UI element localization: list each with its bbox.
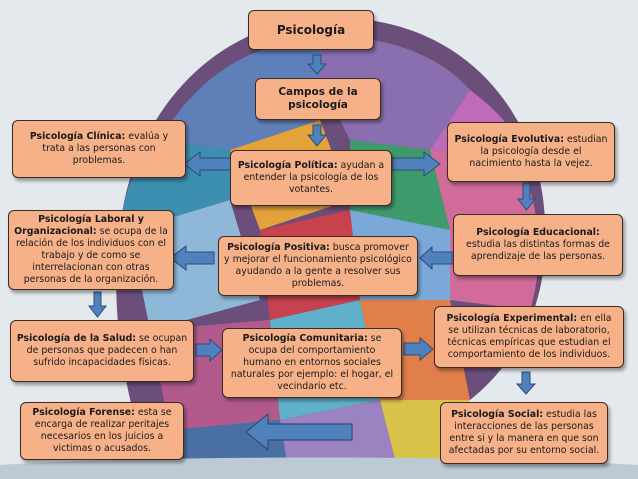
field-name: Psicología Social:: [451, 409, 544, 420]
field-box-social: Psicología Social: estudia las interacci…: [440, 402, 608, 464]
arrow-right-icon: [391, 151, 441, 177]
field-name: Psicología Clínica:: [29, 131, 126, 142]
field-box-politica: Psicología Política: ayudan a entender l…: [230, 150, 392, 206]
field-desc: busca promover y mejorar el funcionamien…: [224, 242, 412, 289]
field-box-laboral: Psicología Laboral y Organizacional: se …: [8, 210, 174, 290]
arrow-right-icon: [195, 337, 223, 363]
field-box-experimental: Psicología Experimental: en ella se util…: [434, 306, 624, 368]
subtitle-box: Campos de la psicología: [255, 78, 381, 120]
field-box-forense: Psicología Forense: esta se encarga de r…: [20, 402, 184, 460]
arrow-left-icon: [183, 151, 233, 177]
arrow-down-icon: [306, 54, 328, 75]
diagram-title: Psicología: [276, 23, 346, 37]
arrow-left-icon: [245, 412, 353, 452]
field-desc: en ella se utilizan técnicas de laborato…: [447, 313, 612, 360]
field-name: Psicología Política:: [237, 160, 338, 171]
field-desc: esta se encarga de realizar peritajes ne…: [34, 407, 172, 454]
field-desc: se ocupan de personas que padecen o han …: [26, 333, 188, 368]
arrow-down-icon: [87, 291, 108, 318]
field-name: Psicología de la Salud:: [16, 333, 137, 344]
arrow-down-icon: [515, 371, 537, 395]
arrow-left-icon: [169, 245, 215, 271]
field-box-comunitaria: Psicología Comunitaria: se ocupa del com…: [222, 328, 402, 398]
field-name: Psicología Positiva:: [227, 242, 330, 253]
field-desc: ayudan a entender la psicología de los v…: [243, 160, 385, 195]
field-name: Psicología Laboral y Organizacional:: [14, 214, 144, 237]
field-desc: estudian la psicología desde el nacimien…: [469, 134, 608, 169]
title-box: Psicología: [248, 10, 374, 50]
field-box-clinica: Psicología Clínica: evalúa y trata a las…: [12, 120, 186, 178]
field-name: Psicología Educacional:: [476, 227, 600, 238]
field-desc: estudia las distintas formas de aprendiz…: [466, 239, 610, 262]
field-desc: se ocupa del comportamiento humano en en…: [230, 333, 394, 392]
field-box-salud: Psicología de la Salud: se ocupan de per…: [10, 320, 194, 382]
arrow-down-icon: [306, 124, 328, 147]
field-name: Psicología Experimental:: [446, 313, 578, 324]
field-desc: se ocupa de la relación de los individuo…: [15, 226, 168, 285]
arrow-right-icon: [403, 336, 434, 362]
field-name: Psicología Evolutiva:: [454, 134, 564, 145]
arrow-left-icon: [419, 245, 453, 271]
arrow-down-icon: [516, 182, 537, 211]
field-box-educacional: Psicología Educacional: estudia las dist…: [453, 214, 623, 276]
field-desc: evalúa y trata a las personas con proble…: [42, 131, 169, 166]
field-box-positiva: Psicología Positiva: busca promover y me…: [218, 236, 418, 296]
field-name: Psicología Forense:: [32, 407, 135, 418]
field-box-evolutiva: Psicología Evolutiva: estudian la psicol…: [447, 122, 615, 182]
field-desc: estudia las interacciones de las persona…: [448, 409, 600, 456]
diagram-subtitle: Campos de la psicología: [278, 86, 358, 111]
field-name: Psicología Comunitaria:: [242, 333, 368, 344]
